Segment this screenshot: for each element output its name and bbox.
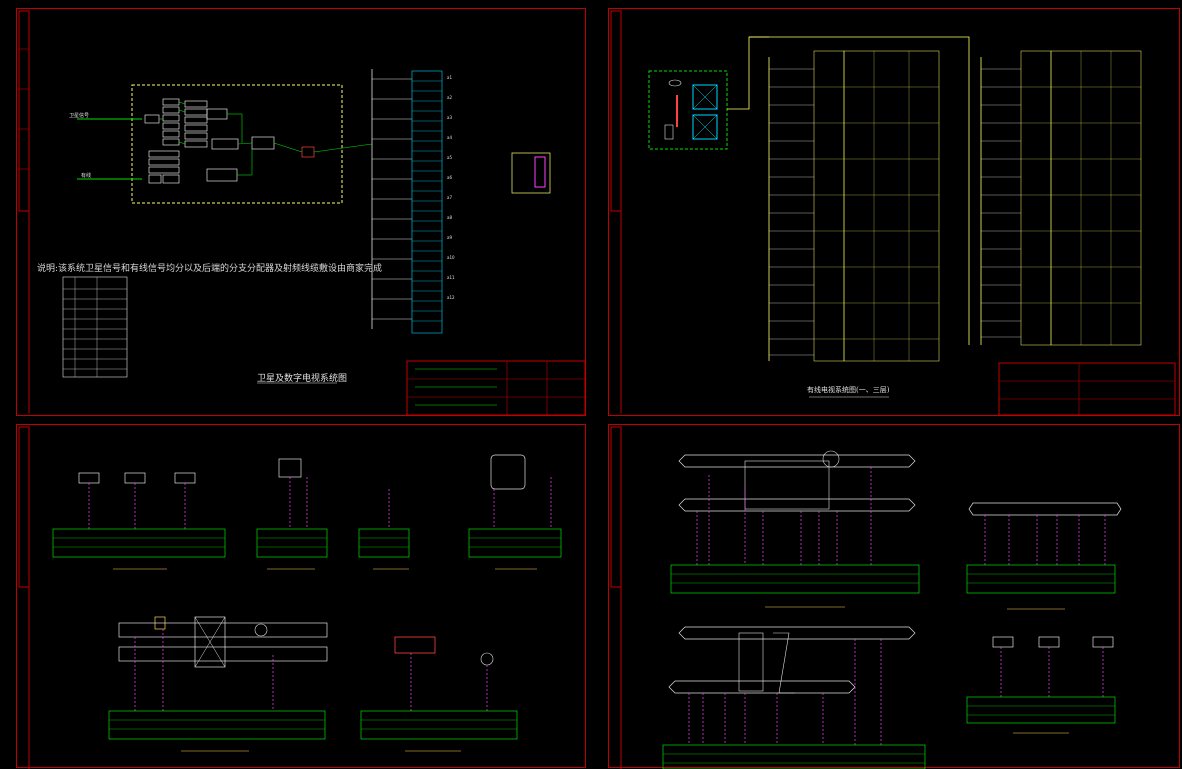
svg-text:a10: a10 bbox=[447, 255, 455, 260]
svg-text:a5: a5 bbox=[447, 155, 452, 160]
sheet-hvac-control-right[interactable] bbox=[608, 424, 1180, 769]
drawing-cable-tv bbox=[610, 10, 1176, 416]
svg-text:有线: 有线 bbox=[81, 172, 91, 179]
svg-text:a1: a1 bbox=[447, 75, 452, 80]
svg-text:a2: a2 bbox=[447, 95, 452, 100]
svg-text:a11: a11 bbox=[447, 275, 455, 280]
sheet-tv-system[interactable]: 卫星信号 有线 bbox=[16, 8, 586, 416]
svg-text:a3: a3 bbox=[447, 115, 452, 120]
sheet-cable-tv-system[interactable]: 有线电视系统图(一、三层) bbox=[608, 8, 1180, 416]
svg-text:卫星信号: 卫星信号 bbox=[69, 112, 89, 119]
svg-text:a7: a7 bbox=[447, 195, 452, 200]
svg-text:a12: a12 bbox=[447, 295, 455, 300]
sheet-title: 卫星及数字电视系统图 bbox=[257, 374, 348, 384]
svg-text:a4: a4 bbox=[447, 135, 452, 140]
svg-text:a6: a6 bbox=[447, 175, 452, 180]
sheet-hvac-control-left[interactable] bbox=[16, 424, 586, 769]
drawing-hvac-left bbox=[18, 426, 562, 769]
drawing-hvac-right bbox=[610, 426, 1122, 769]
svg-text:a9: a9 bbox=[447, 235, 452, 240]
system-note: 说明:该系统卫星信号和有线信号均分以及后端的分支分配器及射频线缆敷设由商家完成 bbox=[37, 264, 383, 274]
svg-text:a8: a8 bbox=[447, 215, 452, 220]
sheet-title: 有线电视系统图(一、三层) bbox=[807, 386, 890, 394]
drawing-tv-system: 卫星信号 有线 bbox=[18, 10, 586, 416]
